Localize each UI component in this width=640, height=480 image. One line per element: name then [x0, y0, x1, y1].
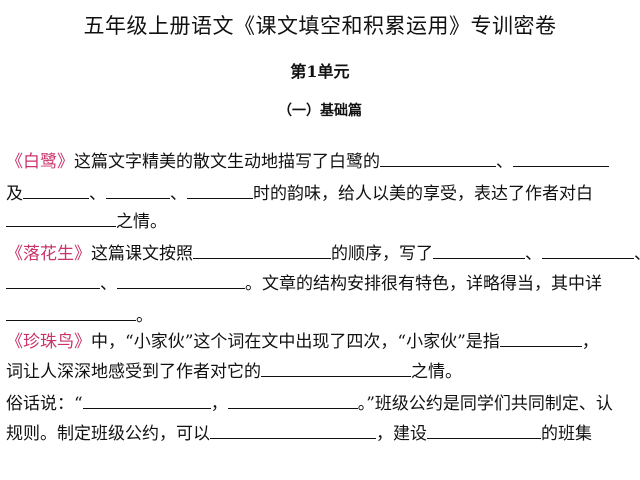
answer-blank[interactable]: [427, 420, 541, 439]
q2-text: 这篇课文按照: [91, 244, 193, 264]
q1-book-title: 《白鹭》: [6, 152, 74, 172]
separator: 、: [100, 274, 117, 294]
separator: 、: [634, 244, 640, 264]
answer-blank[interactable]: [187, 180, 253, 199]
answer-blank[interactable]: [6, 302, 136, 321]
section-heading: （一）基础篇: [278, 103, 362, 119]
q3-text: 词让人深深地感受到了作者对它的: [6, 362, 261, 382]
q2-book-title: 《落花生》: [6, 244, 91, 264]
q2-text: 。: [136, 306, 153, 326]
q1-text: 这篇文字精美的散文生动地描写了白鹭的: [74, 152, 380, 172]
q3-text: 之情。: [411, 362, 462, 382]
q4-line-2: 规则。制定班级公约，可以 ，建设 的班集: [6, 420, 592, 446]
q2-text: 。文章的结构安排很有特色，详略得当，其中详: [245, 274, 602, 294]
answer-blank[interactable]: [499, 328, 582, 347]
q4-text: ，建设: [376, 424, 427, 444]
q1-text: 及: [6, 184, 23, 204]
answer-blank[interactable]: [106, 180, 170, 199]
separator: 、: [170, 184, 187, 204]
answer-blank[interactable]: [227, 390, 358, 409]
q3-line-2: 词让人深深地感受到了作者对它的 之情。: [6, 358, 462, 384]
q4-text: 规则。制定班级公约，可以: [6, 424, 210, 444]
answer-blank[interactable]: [380, 148, 496, 167]
q1-text: 之情。: [116, 212, 167, 232]
q4-line-1: 俗话说：“ ， 。”班级公约是同学们共同制定、认: [6, 390, 613, 416]
q2-line-1: 《落花生》这篇课文按照 的顺序，写了 、 、: [6, 240, 640, 266]
q4-text: 。”班级公约是同学们共同制定、认: [357, 394, 613, 414]
q1-line-3: 之情。: [6, 208, 167, 234]
q3-book-title: 《珍珠鸟》: [6, 332, 91, 352]
q4-text: 俗话说：“: [6, 394, 83, 414]
separator: 、: [89, 184, 106, 204]
q1-line-2: 及 、 、 时的韵味，给人以美的享受，表达了作者对白: [6, 180, 593, 206]
q1-text: 时的韵味，给人以美的享受，表达了作者对白: [253, 184, 593, 204]
separator: 、: [496, 152, 513, 172]
unit-heading: 第1单元: [290, 62, 350, 81]
answer-blank[interactable]: [210, 420, 376, 439]
answer-blank[interactable]: [193, 240, 331, 259]
answer-blank[interactable]: [117, 270, 245, 289]
answer-blank[interactable]: [261, 358, 411, 377]
q3-text: ，: [581, 332, 599, 352]
q3-line-1: 《珍珠鸟》中，“小家伙”这个词在文中出现了四次，“小家伙”是指 ，: [6, 328, 599, 354]
separator: 、: [525, 244, 542, 264]
answer-blank[interactable]: [542, 240, 634, 259]
answer-blank[interactable]: [6, 270, 100, 289]
q1-line-1: 《白鹭》这篇文字精美的散文生动地描写了白鹭的 、: [6, 148, 609, 174]
answer-blank[interactable]: [23, 180, 89, 199]
q2-text: 的顺序，写了: [331, 244, 433, 264]
q2-line-2: 、 。文章的结构安排很有特色，详略得当，其中详: [6, 270, 602, 296]
answer-blank[interactable]: [433, 240, 525, 259]
answer-blank[interactable]: [6, 208, 116, 227]
q2-line-3: 。: [6, 302, 153, 328]
answer-blank[interactable]: [513, 148, 609, 167]
q4-text: 的班集: [541, 424, 592, 444]
q4-text: ，: [210, 394, 228, 414]
answer-blank[interactable]: [82, 390, 211, 409]
page-title: 五年级上册语文《课文填空和积累运用》专训密卷: [83, 14, 557, 38]
q3-text: 中，“小家伙”这个词在文中出现了四次，“小家伙”是指: [91, 332, 500, 352]
